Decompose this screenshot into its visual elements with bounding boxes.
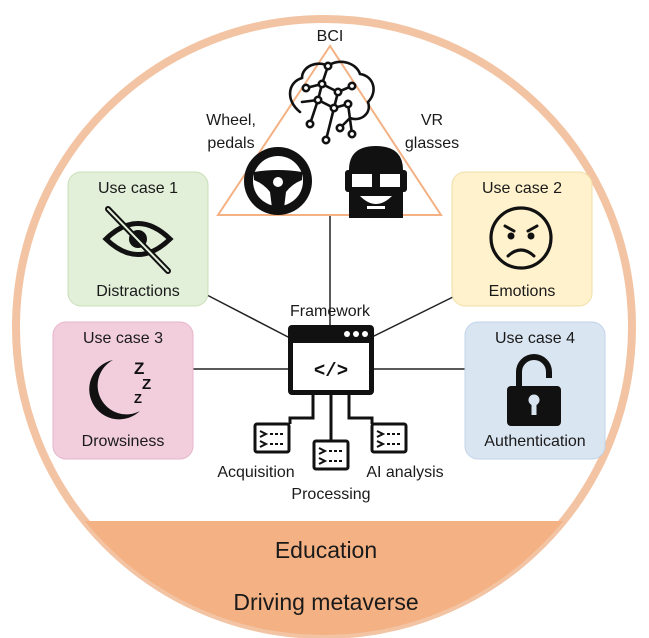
use-case-1-title: Use case 1	[98, 180, 178, 197]
module-ai-analysis-icon	[370, 422, 408, 454]
svg-text:Z: Z	[142, 376, 151, 393]
use-case-3-title: Use case 3	[83, 330, 163, 347]
footer-driving-metaverse: Driving metaverse	[233, 589, 418, 615]
use-case-2-label: Emotions	[489, 283, 556, 300]
code-symbol: </>	[314, 360, 348, 382]
use-case-4-label: Authentication	[484, 433, 585, 450]
use-case-3-card: Use case 3 Z Z Z Drowsiness	[52, 321, 194, 460]
use-case-2-card: Use case 2 Emotions	[451, 171, 593, 307]
vr-headset-icon	[345, 146, 407, 218]
use-case-2-title: Use case 2	[482, 180, 562, 197]
module-processing-icon	[312, 439, 350, 471]
use-case-1-label: Distractions	[96, 283, 180, 300]
use-case-3-label: Drowsiness	[82, 433, 165, 450]
framework-label: Framework	[290, 303, 371, 320]
bci-label: BCI	[317, 28, 344, 45]
steering-wheel-icon	[244, 147, 312, 215]
brain-network-icon	[288, 60, 375, 145]
use-case-1-card: Use case 1 Distractions	[67, 171, 209, 307]
moon-sleep-icon: Z Z Z	[89, 359, 151, 420]
module-acquisition-label: Acquisition	[217, 464, 294, 481]
svg-text:Z: Z	[134, 359, 144, 378]
module-acquisition-icon	[253, 422, 291, 454]
footer-education: Education	[275, 537, 377, 563]
use-case-4-title: Use case 4	[495, 330, 575, 347]
use-case-4-card: Use case 4 Authentication	[464, 321, 606, 460]
eye-slash-icon	[102, 206, 174, 274]
module-ai-analysis-label: AI analysis	[366, 464, 443, 481]
module-connectors	[288, 395, 374, 441]
vr-label-line2: glasses	[405, 135, 459, 152]
unlock-icon	[507, 354, 561, 426]
vr-label-line1: VR	[421, 112, 443, 129]
angry-face-icon	[489, 206, 553, 270]
framework-window-icon: </>	[288, 325, 374, 395]
connector-lines	[193, 215, 465, 370]
svg-text:Z: Z	[134, 391, 142, 406]
module-processing-label: Processing	[291, 486, 370, 503]
wheel-label-line1: Wheel,	[206, 112, 256, 129]
bci-triangle	[216, 44, 443, 216]
wheel-label-line2: pedals	[207, 135, 254, 152]
